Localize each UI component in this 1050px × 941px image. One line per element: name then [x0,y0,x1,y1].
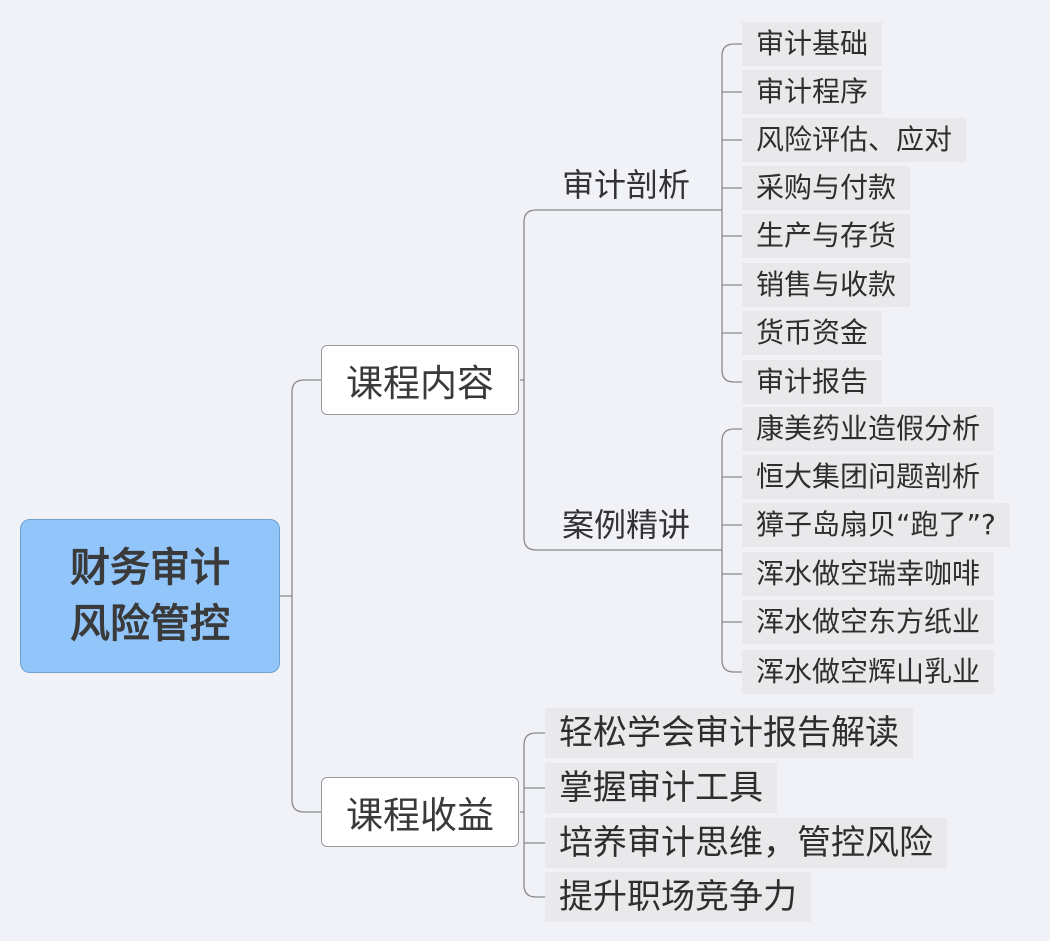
branch-course-benefits[interactable]: 课程收益 [321,777,519,847]
leaf-audit-item[interactable]: 生产与存货 [742,214,911,258]
sub-audit-analysis[interactable]: 审计剖析 [562,166,691,204]
connector-benefits-bracket [523,732,545,898]
branch-course-content[interactable]: 课程内容 [321,345,519,415]
leaf-benefit-item[interactable]: 提升职场竞争力 [545,872,811,922]
leaf-audit-item[interactable]: 风险评估、应对 [742,118,967,162]
connector-content-audit [520,209,722,381]
root-node[interactable]: 财务审计 风险管控 [20,519,280,673]
root-line-2: 风险管控 [70,601,230,647]
leaf-case-item[interactable]: 浑水做空瑞幸咖啡 [742,552,995,596]
connector-root-content [280,379,321,597]
connector-content-cases [523,380,722,551]
connector-root-benefits [291,596,321,813]
sub-case-study[interactable]: 案例精讲 [562,506,691,544]
leaf-case-item[interactable]: 浑水做空辉山乳业 [742,650,995,694]
leaf-case-item[interactable]: 浑水做空东方纸业 [742,600,995,644]
leaf-case-item[interactable]: 獐子岛扇贝“跑了”? [742,503,1010,547]
leaf-benefit-item[interactable]: 掌握审计工具 [545,763,777,813]
leaf-audit-item[interactable]: 审计报告 [742,360,883,404]
leaf-audit-item[interactable]: 销售与收款 [742,263,911,307]
connector-cases-bracket [721,428,742,673]
leaf-audit-item[interactable]: 审计基础 [742,22,883,66]
connector-audit-bracket [721,43,742,383]
leaf-case-item[interactable]: 恒大集团问题剖析 [742,455,995,499]
leaf-benefit-item[interactable]: 培养审计思维，管控风险 [545,818,947,868]
root-line-1: 财务审计 [70,545,230,591]
leaf-audit-item[interactable]: 货币资金 [742,311,883,355]
leaf-audit-item[interactable]: 审计程序 [742,70,883,114]
leaf-benefit-item[interactable]: 轻松学会审计报告解读 [545,708,913,758]
leaf-audit-item[interactable]: 采购与付款 [742,166,911,210]
leaf-case-item[interactable]: 康美药业造假分析 [742,407,995,451]
